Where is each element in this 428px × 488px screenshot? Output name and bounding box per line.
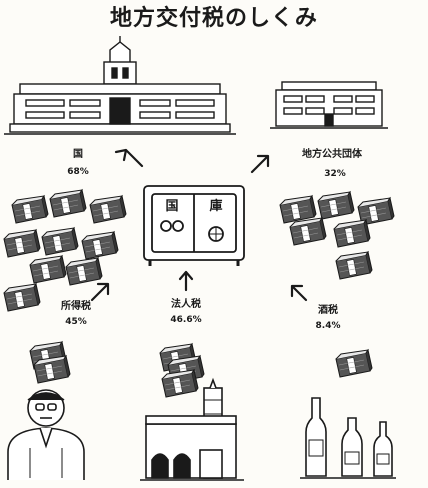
money-bundles-liquor [335,349,373,378]
flow-arrow-to-national [114,148,144,168]
label-national: 国 [73,149,83,160]
share-national: 68% [67,167,89,177]
label-income-tax: 所得税 [61,301,91,312]
rate-income-tax: 45% [65,317,87,327]
factory-icon [140,377,244,481]
liquor-bottles-icon [300,397,396,479]
label-liquor-tax: 酒税 [318,305,338,316]
diagram-title: 地方交付税のしくみ [110,6,318,31]
treasury-safe-icon [143,185,245,266]
flow-arrow-income [90,282,110,302]
flow-arrow-liquor [290,284,308,302]
flow-arrow-to-local [250,154,270,174]
rate-corporate-tax: 46.6% [170,315,202,325]
share-local: 32% [324,169,346,179]
office-building-icon [270,81,388,129]
money-bundles-corporate [159,343,205,398]
money-bundles-local [279,191,395,280]
label-local: 地方公共団体 [302,149,362,160]
flow-arrow-corporate [178,270,194,292]
rate-liquor-tax: 8.4% [315,321,341,331]
money-bundles-income [29,341,71,384]
treasury-char-1: 国 [165,199,179,214]
taxpayer-person-icon [7,389,85,480]
label-corporate-tax: 法人税 [171,299,201,310]
diet-building-icon [4,36,236,135]
treasury-char-2: 庫 [209,199,223,214]
